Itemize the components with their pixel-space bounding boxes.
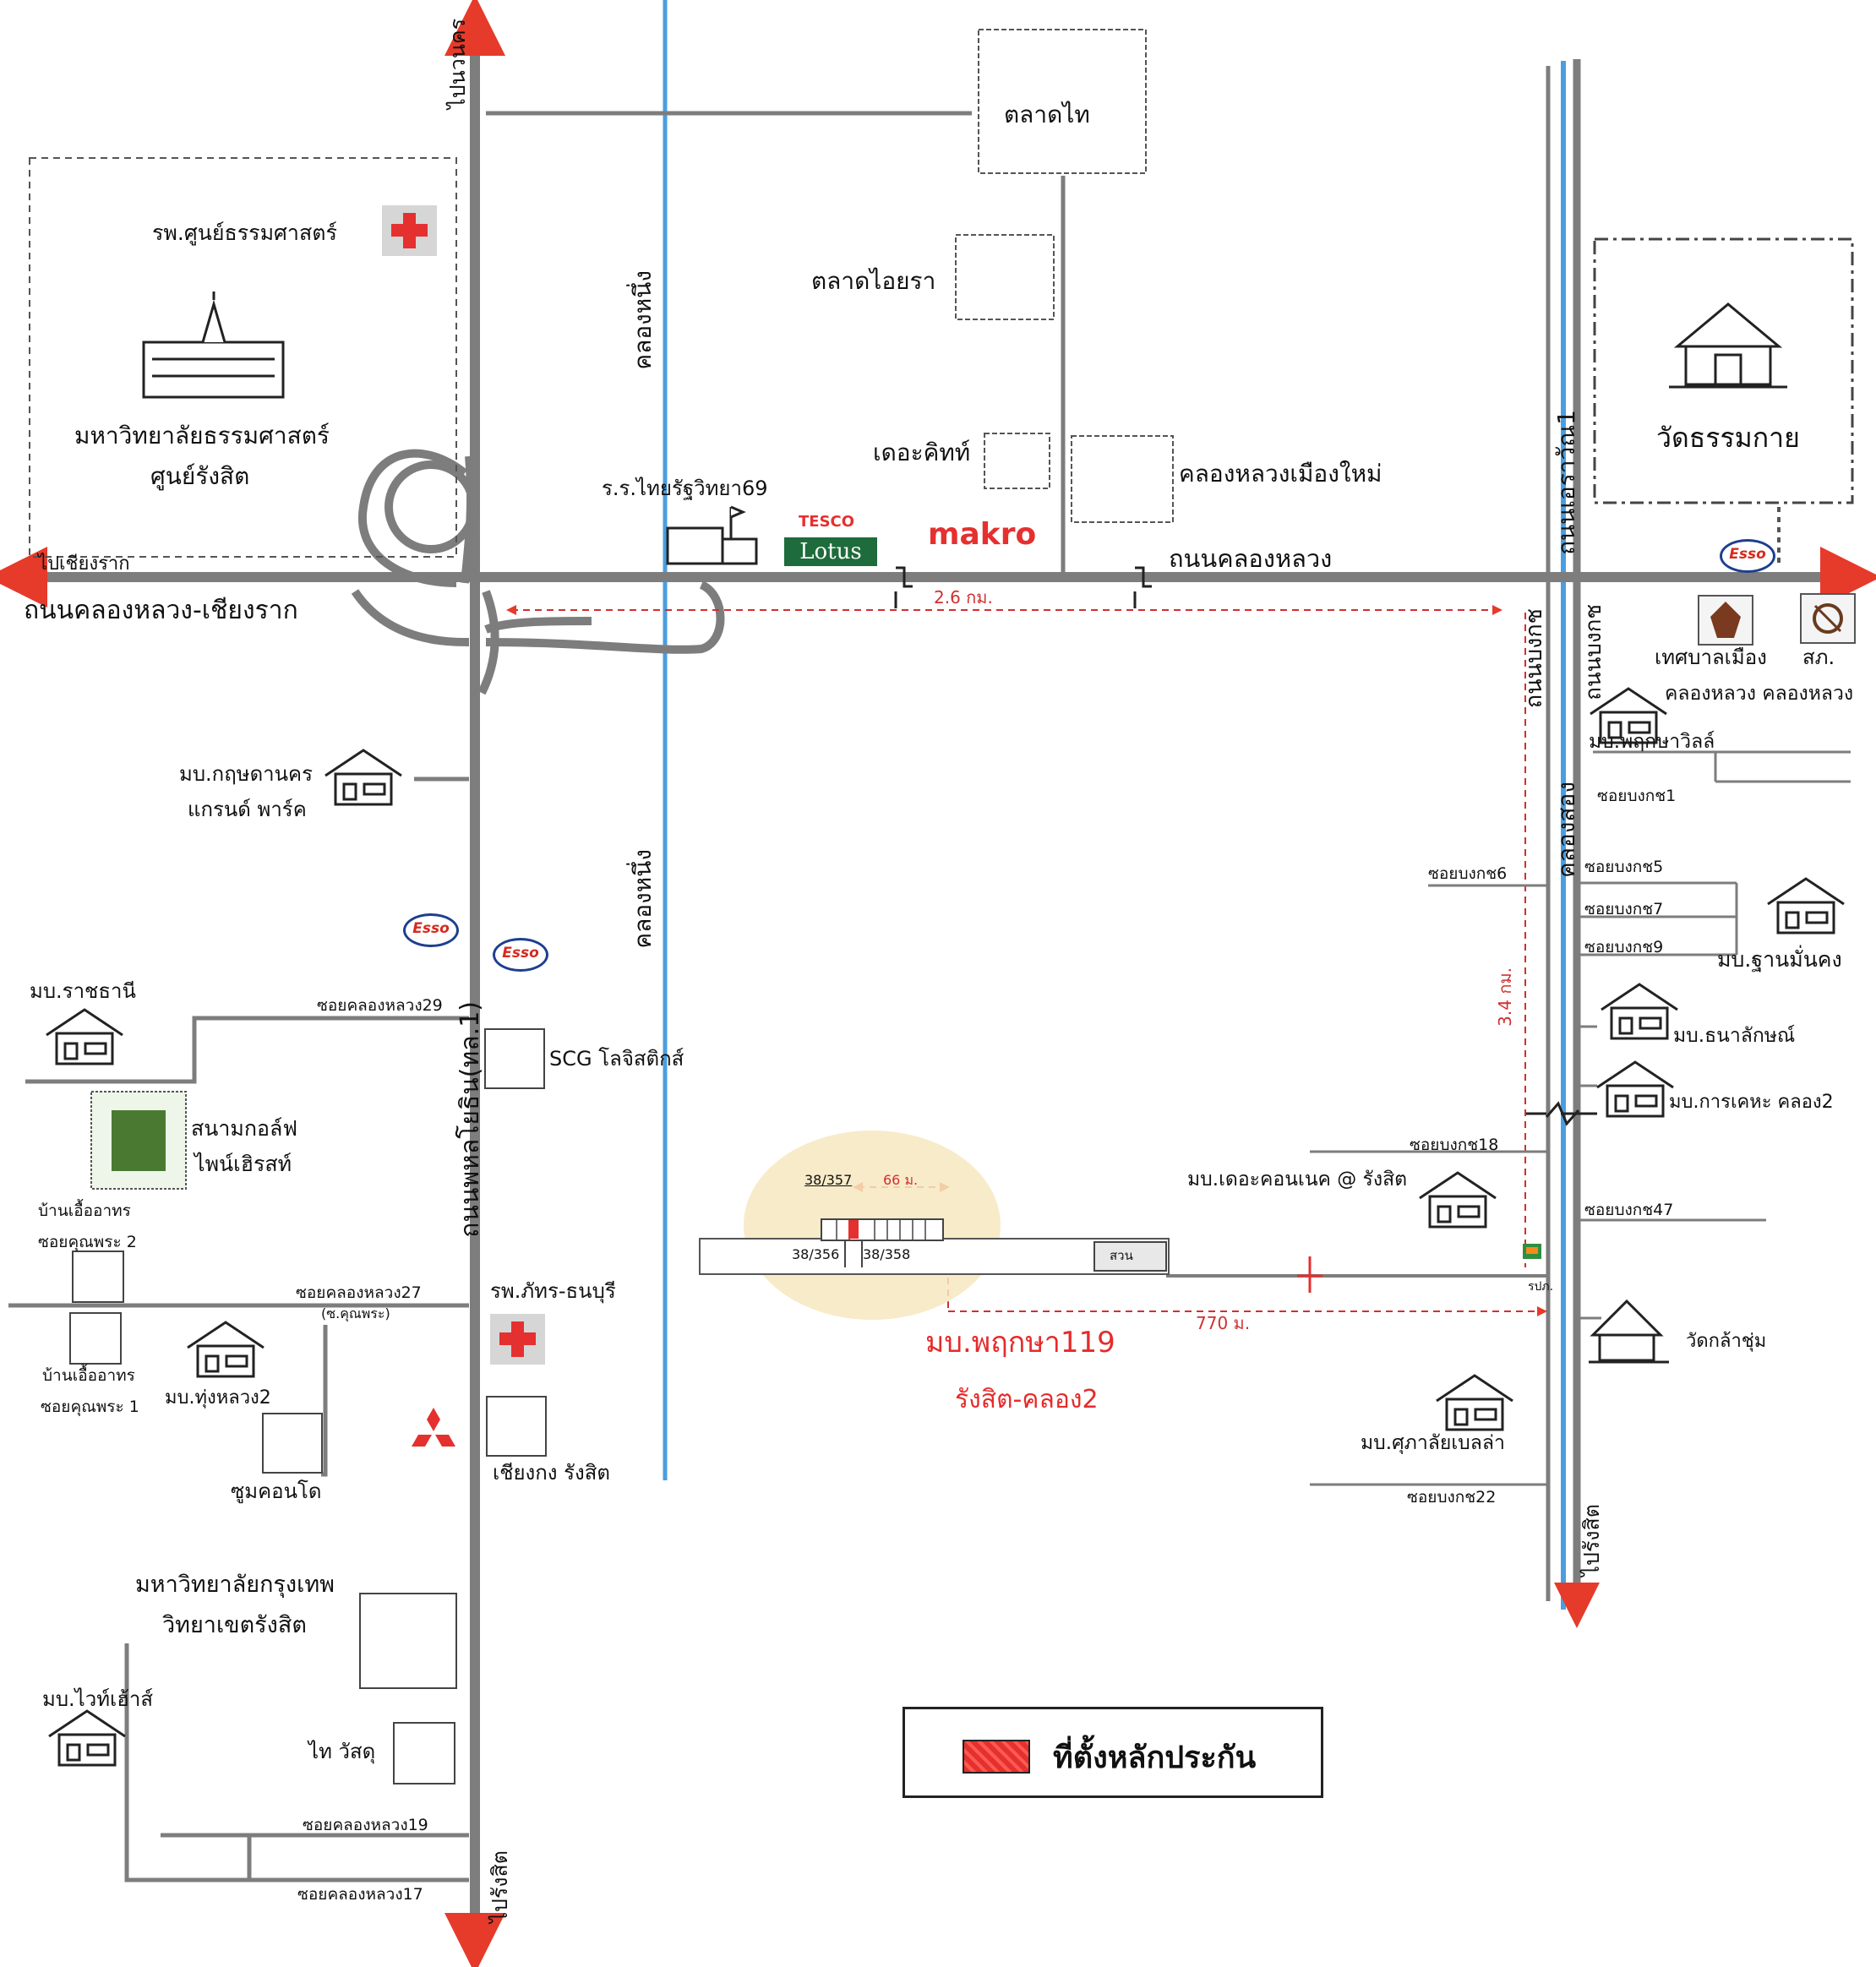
wat-klasum-label: วัดกล้าชุ่ม	[1686, 1331, 1767, 1352]
esso-logo-west-1: Esso	[403, 913, 459, 947]
soi-b6-label: ซอยบงกช6	[1428, 864, 1508, 883]
hospital-crosses	[382, 205, 545, 1365]
ban-ua-2-soi-label: ซอยคุณพระ 1	[41, 1398, 139, 1416]
school-label: ร.ร.ไทยรัฐวิทยา69	[602, 477, 768, 500]
south-direction-right-label: ไปรังสิต	[1579, 1504, 1604, 1577]
soi-kl29-label: ซอยคลองหลวง29	[317, 996, 443, 1015]
distance-34km-label: 3.4 กม.	[1495, 967, 1515, 1027]
soi-b9-label: ซอยบงกช9	[1584, 938, 1664, 956]
than-mankong-label: มบ.ฐานมั่นคง	[1717, 947, 1842, 972]
north-direction-label: ไปนวนคร	[445, 19, 470, 109]
canal-2-label: คลองสอง	[1552, 782, 1580, 878]
university-building	[142, 292, 285, 399]
distance-66m-label: 66 ม.	[883, 1172, 919, 1188]
thung-luang-label: มบ.ทุ่งหลวง2	[165, 1387, 271, 1409]
pruksa-ville-label: มบ.พฤกษาวิลล์	[1589, 731, 1715, 753]
soi-kl17-label: ซอยคลองหลวง17	[297, 1885, 423, 1904]
talad-thai-label: ตลาดไท	[1004, 101, 1090, 128]
scg-label: SCG โลจิสติกส์	[549, 1047, 684, 1071]
soi-kl27-sub-label: (ซ.คุณพระ)	[321, 1305, 390, 1321]
police-label: สภ.	[1802, 646, 1835, 669]
bu-label: มหาวิทยาลัยกรุงเทพ	[135, 1572, 335, 1598]
house-icons	[46, 687, 1845, 1767]
phahonyothin-label: ถนนพหลโยธิน(ทล.1)	[455, 1001, 485, 1238]
soi-b22-label: ซอยบงกช22	[1407, 1488, 1497, 1507]
distance-770m-label: 770 ม.	[1196, 1313, 1251, 1333]
legend-label: ที่ตั้งหลักประกัน	[1053, 1741, 1257, 1775]
ban-ua-2-label: บ้านเอื้ออาทร	[42, 1366, 135, 1385]
legend-swatch	[963, 1740, 1030, 1774]
chiangkong-label: เชียงกง รังสิต	[493, 1461, 610, 1485]
municipality-kl-label: คลองหลวง คลองหลวง	[1665, 683, 1854, 705]
thammasat-rangsit-label: ศูนย์รังสิต	[150, 462, 250, 490]
thammasat-univ-label: มหาวิทยาลัยธรรมศาสตร์	[74, 422, 330, 450]
ban-ua-1-label: บ้านเอื้ออาทร	[38, 1201, 131, 1220]
ratchathani-label: มบ.ราชธานี	[30, 979, 136, 1003]
wat-thammakai-label: วัดธรรมกาย	[1656, 422, 1800, 454]
makro-logo: makro	[928, 517, 1037, 552]
soi-kl19-label: ซอยคลองหลวง19	[303, 1816, 428, 1834]
thai-watsadu-box	[393, 1722, 455, 1784]
park-label: สวน	[1110, 1248, 1133, 1263]
patara-hospital-label: รพ.ภัทร-ธนบุรี	[490, 1279, 616, 1303]
khlong-luang-chiang-rak-label: ถนนคลองหลวง-เชียงราก	[24, 596, 298, 625]
soi-b5-label: ซอยบงกช5	[1584, 858, 1664, 876]
white-house-label: มบ.ไวท์เฮ้าส์	[42, 1687, 154, 1711]
canal-1-label-top: คลองหนึ่ง	[629, 270, 657, 370]
soi-b18-label: ซอยบงกช18	[1410, 1136, 1499, 1154]
zoom-condo-box	[262, 1413, 323, 1474]
tesco-label: TESCO	[799, 513, 855, 531]
guard-label: รปภ.	[1528, 1280, 1554, 1294]
project-name-label: มบ.พฤกษา119	[925, 1326, 1115, 1359]
thanalak-label: มบ.ธนาลักษณ์	[1673, 1025, 1796, 1047]
bongkot-road-label-left: ถนนบงกช	[1521, 608, 1547, 709]
west-direction-label: ไปเชียงราก	[38, 553, 130, 575]
golf-label: สนามกอล์ฟ	[191, 1116, 298, 1141]
krisdanakorn-label: มบ.กฤษดานคร	[179, 762, 313, 786]
esso-logo-east: Esso	[1720, 539, 1775, 573]
distance-26km-label: 2.6 กม.	[934, 587, 993, 608]
bu-rangsit-label: วิทยาเขตรังสิต	[162, 1612, 307, 1638]
ban-ua-1-soi-label: ซอยคุณพระ 2	[38, 1233, 137, 1251]
lotus-logo: Lotus	[784, 537, 877, 566]
zoom-condo-label: ซูมคอนโด	[231, 1479, 322, 1503]
esso-logo-west-2: Esso	[493, 938, 548, 972]
south-direction-label: ไปรังสิต	[488, 1850, 512, 1923]
project-area-label: รังสิต-คลอง2	[955, 1385, 1099, 1414]
plot-357-label: 38/357	[804, 1172, 853, 1188]
thammasat-hospital-label: รพ.ศูนย์ธรรมศาสตร์	[152, 221, 337, 245]
chiangkong-box	[486, 1396, 547, 1457]
ban-ua-2-box	[72, 1250, 124, 1303]
soi-b1-label: ซอยบงกช1	[1597, 787, 1677, 805]
karnkeha-label: มบ.การเคหะ คลอง2	[1669, 1092, 1834, 1113]
bu-box	[359, 1593, 457, 1689]
canal-1-label-bottom: คลองหนึ่ง	[629, 849, 657, 949]
soi-b47-label: ซอยบงกช47	[1584, 1201, 1674, 1219]
ekkawat-road-label: ถนนเอราวัณ1	[1552, 410, 1580, 555]
soi-kl27-label: ซอยคลองหลวง27	[296, 1283, 422, 1302]
krisdanakorn-park-label: แกรนด์ พาร์ค	[188, 798, 307, 821]
scg-box	[484, 1028, 545, 1089]
bongkot-road-label-right: ถนนบงกช	[1581, 604, 1606, 700]
golf-pinehurst-label: ไพน์เฮิรสท์	[194, 1152, 292, 1176]
supalai-bella-label: มบ.ศุภาลัยเบลล่า	[1361, 1432, 1505, 1454]
map-legend: ที่ตั้งหลักประกัน	[903, 1707, 1323, 1798]
municipality-label: เทศบาลเมือง	[1655, 646, 1767, 669]
klong-luang-muang-mai-label: คลองหลวงเมืองใหม่	[1179, 460, 1382, 488]
the-kit-label: เดอะคิทท์	[873, 439, 971, 466]
khlong-luang-road-label: ถนนคลองหลวง	[1169, 544, 1333, 573]
soi-b7-label: ซอยบงกช7	[1584, 900, 1664, 918]
plot-358-label: 38/358	[863, 1246, 911, 1262]
talad-ayara-label: ตลาดไอยรา	[811, 267, 936, 295]
temple-icons	[1589, 302, 1787, 1364]
mitsubishi-logo	[412, 1408, 455, 1447]
thai-watsadu-label: ไท วัสดุ	[308, 1740, 376, 1763]
ban-ua-1-box	[69, 1312, 122, 1365]
plot-356-label: 38/356	[792, 1246, 840, 1262]
school-building	[666, 505, 758, 565]
the-connect-label: มบ.เดอะคอนเนค @ รังสิต	[1187, 1169, 1408, 1191]
collateral-plot	[848, 1220, 859, 1239]
